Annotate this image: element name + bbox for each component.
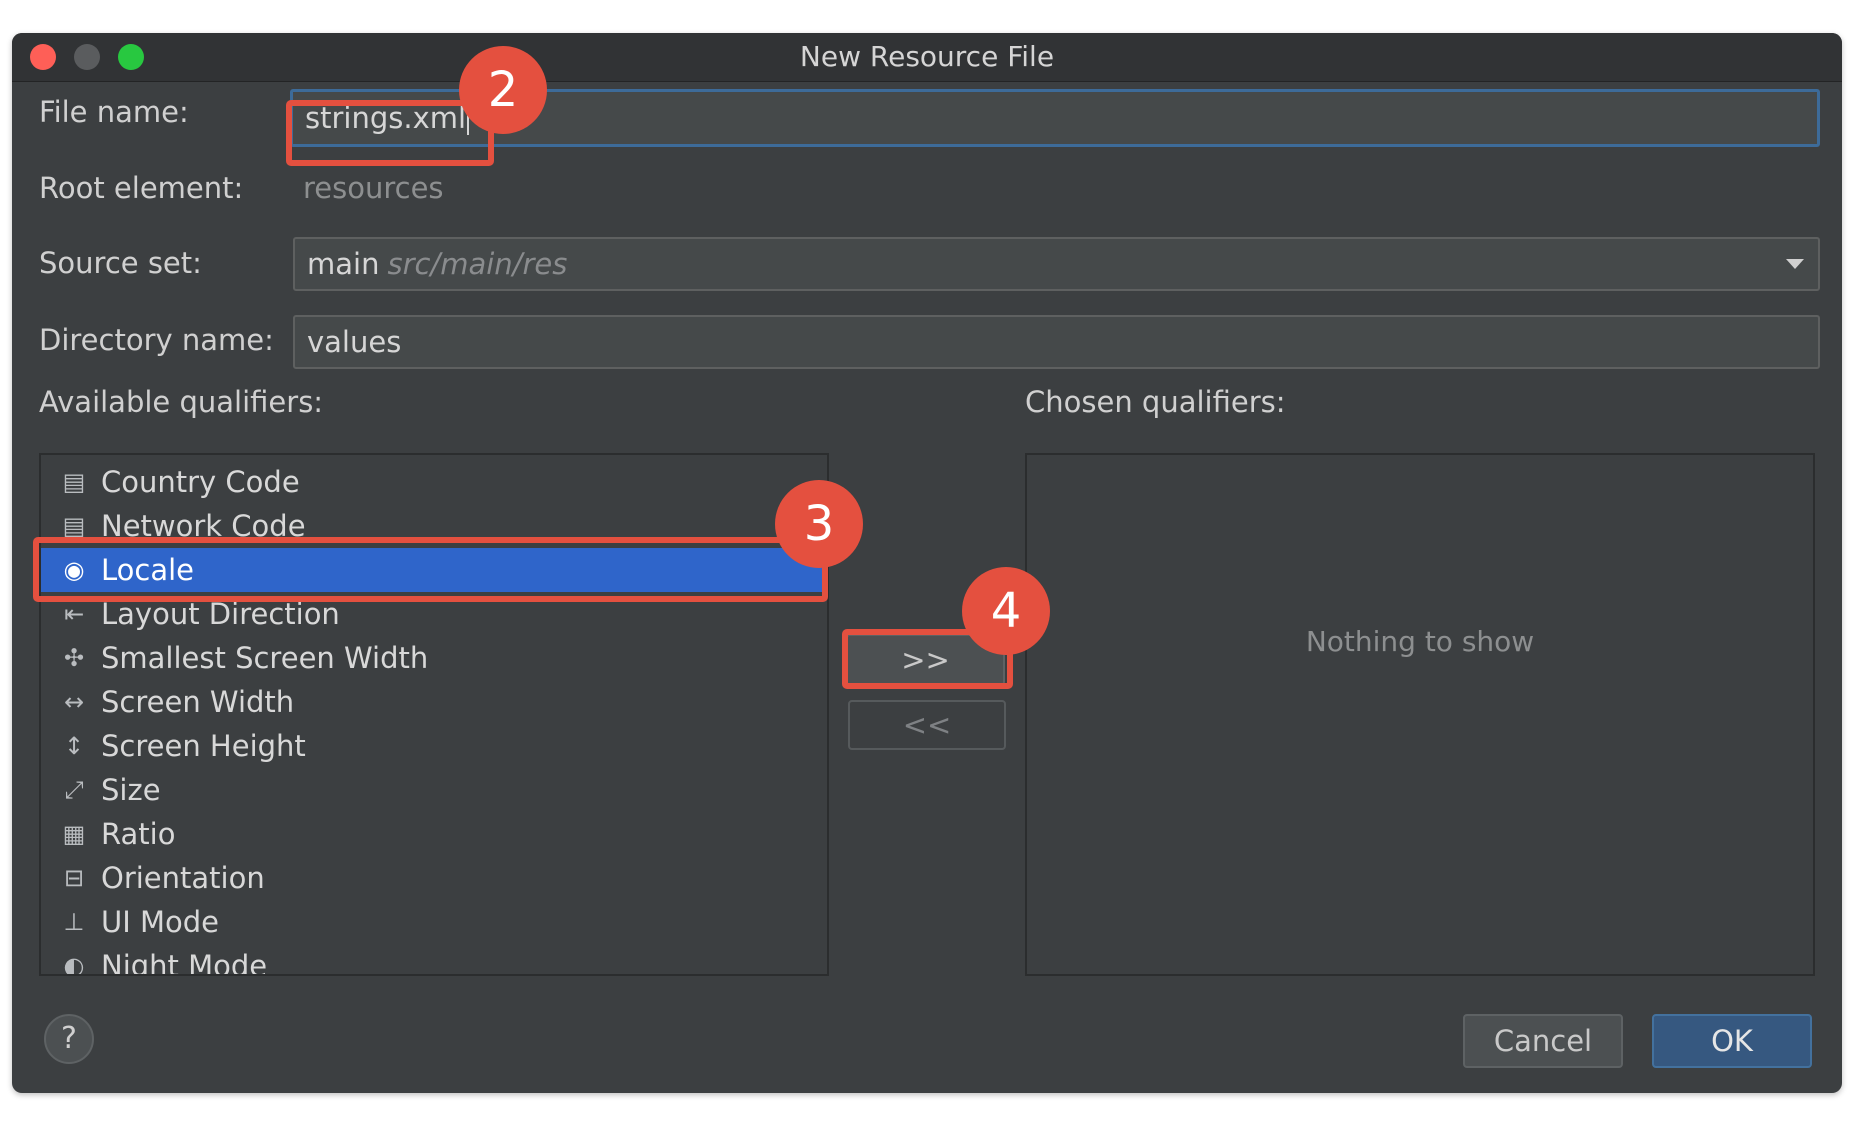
available-qualifiers-label: Available qualifiers: — [39, 385, 324, 419]
step-badge-3: 3 — [775, 480, 863, 568]
ratio-icon: ▦ — [62, 820, 86, 848]
qualifier-item-screen-width[interactable]: ↔ Screen Width — [41, 680, 827, 724]
globe-icon: ◉ — [63, 556, 85, 584]
file-name-value: strings.xml — [305, 101, 467, 135]
qualifier-label: Size — [101, 773, 161, 807]
chosen-qualifiers-label: Chosen qualifiers: — [1025, 385, 1286, 419]
source-set-value: main — [307, 247, 380, 281]
highlight-file-name — [286, 100, 494, 166]
qualifier-item-night-mode[interactable]: ◐ Night Mode — [41, 944, 827, 976]
qualifier-label: Ratio — [101, 817, 176, 851]
cancel-button[interactable]: Cancel — [1463, 1014, 1623, 1068]
night-mode-icon: ◐ — [63, 952, 85, 976]
qualifier-label: Country Code — [101, 465, 300, 499]
qualifier-item-layout-direction[interactable]: ⇤ Layout Direction — [41, 592, 827, 636]
qualifier-item-ui-mode[interactable]: ⊥ UI Mode — [41, 900, 827, 944]
ui-mode-icon: ⊥ — [63, 908, 85, 936]
qualifier-item-screen-height[interactable]: ↕ Screen Height — [41, 724, 827, 768]
highlight-locale — [33, 537, 828, 602]
qualifier-label: Orientation — [101, 861, 265, 895]
file-name-value-wrap: strings.xml — [305, 101, 470, 135]
network-code-icon: ▤ — [62, 512, 86, 540]
ok-button[interactable]: OK — [1652, 1014, 1812, 1068]
qualifier-label: UI Mode — [101, 905, 220, 939]
available-qualifiers-list[interactable]: ▤ Country Code ▤ Network Code ◉ Locale ⇤… — [39, 453, 829, 976]
root-element-label: Root element: — [39, 171, 244, 205]
empty-state-text: Nothing to show — [1305, 625, 1535, 658]
qualifier-label: Smallest Screen Width — [101, 641, 429, 675]
file-name-label: File name: — [39, 95, 189, 129]
qualifier-label: Night Mode — [101, 949, 268, 976]
window-title: New Resource File — [799, 40, 1055, 73]
highlight-add-button — [842, 629, 1013, 689]
qualifier-item-ratio[interactable]: ▦ Ratio — [41, 812, 827, 856]
qualifier-label: Locale — [101, 553, 195, 587]
size-icon: ⤢ — [64, 776, 84, 804]
qualifier-label: Layout Direction — [101, 597, 340, 631]
text-caret — [467, 105, 470, 135]
close-window-button[interactable] — [30, 44, 56, 70]
screen-height-icon: ↕ — [63, 732, 85, 760]
step-badge-2: 2 — [459, 46, 547, 134]
qualifier-item-locale[interactable]: ◉ Locale — [41, 548, 827, 592]
help-button[interactable]: ? — [44, 1014, 94, 1064]
country-code-icon: ▤ — [62, 468, 86, 496]
screen-width-icon: ↔ — [63, 688, 85, 716]
chevron-down-icon[interactable] — [1786, 259, 1804, 269]
directory-name-label: Directory name: — [39, 323, 274, 357]
qualifier-item-orientation[interactable]: ⊟ Orientation — [41, 856, 827, 900]
title-bar: New Resource File — [12, 33, 1842, 82]
qualifier-item-country-code[interactable]: ▤ Country Code — [41, 460, 827, 504]
remove-qualifier-button[interactable]: << — [848, 700, 1006, 750]
qualifier-item-smallest-screen-width[interactable]: ✣ Smallest Screen Width — [41, 636, 827, 680]
orientation-icon: ⊟ — [63, 864, 85, 892]
chosen-qualifiers-list[interactable]: Nothing to show — [1025, 453, 1815, 976]
layout-direction-icon: ⇤ — [63, 600, 85, 628]
directory-name-input[interactable]: values — [293, 315, 1820, 369]
minimize-window-button[interactable] — [74, 44, 100, 70]
source-set-hint: src/main/res — [387, 247, 568, 281]
directory-name-value: values — [307, 325, 402, 359]
source-set-label: Source set: — [39, 246, 202, 280]
smallest-width-icon: ✣ — [63, 644, 85, 672]
qualifier-label: Screen Height — [101, 729, 306, 763]
maximize-window-button[interactable] — [118, 44, 144, 70]
root-element-value: resources — [303, 171, 444, 205]
step-badge-4: 4 — [962, 567, 1050, 655]
dialog-window: New Resource File File name: strings.xml… — [12, 33, 1842, 1093]
qualifier-item-size[interactable]: ⤢ Size — [41, 768, 827, 812]
qualifier-label: Screen Width — [101, 685, 295, 719]
